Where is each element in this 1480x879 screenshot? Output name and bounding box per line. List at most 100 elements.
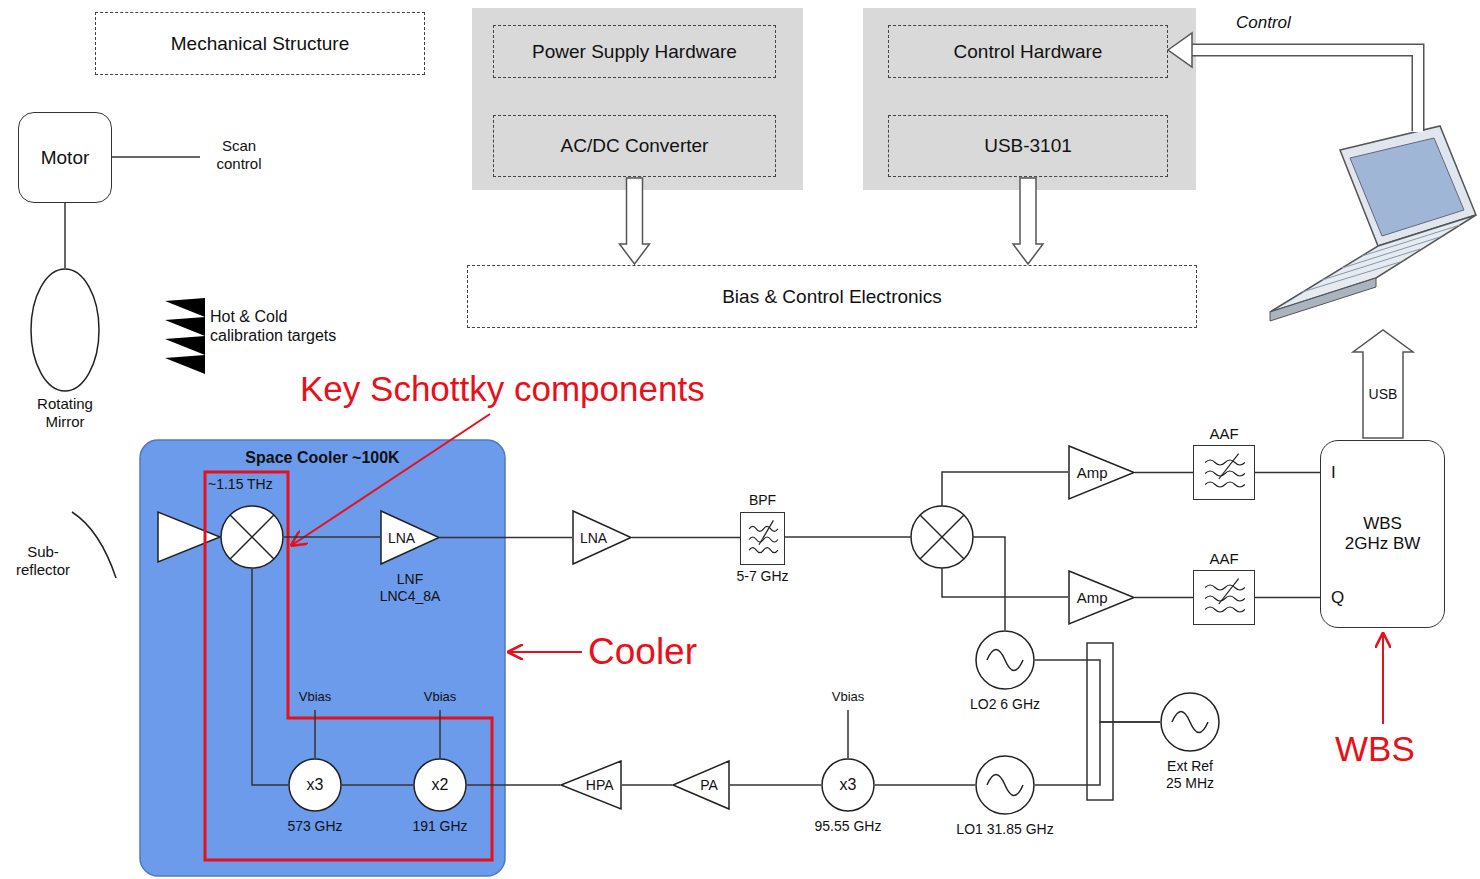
- node-label: 191 GHz: [412, 818, 467, 835]
- node-label: LO1 31.85 GHz: [956, 821, 1053, 838]
- node-label: Mechanical Structure: [96, 32, 424, 55]
- cooler-region: [140, 440, 505, 876]
- amplifier-triangle: LNA: [572, 510, 632, 565]
- dashed-box: Mechanical Structure: [95, 12, 425, 75]
- node-label: Ext Ref 25 MHz: [1159, 758, 1221, 792]
- node-label: Power Supply Hardware: [494, 40, 775, 63]
- signal-wire: [64, 203, 66, 268]
- hardware-panel: [472, 8, 803, 190]
- signal-wire: [440, 537, 572, 539]
- dashed-box: Control Hardware: [888, 25, 1168, 78]
- node-label: Space Cooler ~100K: [140, 448, 505, 467]
- shape-outline: [30, 268, 100, 392]
- node-label: WBS 2GHz BW: [1343, 514, 1423, 555]
- node-label: LO2 6 GHz: [970, 696, 1040, 713]
- amplifier-triangle: Amp: [1068, 570, 1135, 625]
- signal-wire: [284, 536, 380, 538]
- node-label: x3: [288, 775, 342, 794]
- node-label: I: [1331, 463, 1336, 483]
- signal-wire: [632, 537, 740, 539]
- node-label: AAF: [1209, 550, 1238, 568]
- amplifier-triangle: Amp: [1068, 445, 1135, 500]
- node-label: x2: [413, 775, 467, 794]
- bias-label: Vbias: [825, 689, 871, 705]
- calibration-targets: [165, 298, 205, 374]
- node-label: LNA: [572, 529, 615, 546]
- shape-outline: [741, 513, 784, 564]
- block-arrow: [620, 178, 650, 264]
- signal-label: USB: [1364, 386, 1402, 403]
- signal-label: Control: [1236, 13, 1291, 33]
- callout-text: Key Schottky components: [300, 368, 705, 410]
- signal-wire: [1135, 472, 1193, 474]
- mirror-ellipse: Rotating Mirror: [30, 268, 100, 392]
- node-label: Amp: [1068, 464, 1116, 482]
- filter-box: BPF5-7 GHz: [740, 512, 785, 565]
- callout-arrow: [292, 414, 1383, 724]
- signal-wire: [1035, 660, 1160, 722]
- node-label: USB-3101: [889, 135, 1167, 158]
- multiplier-circle: x395.55 GHz: [821, 758, 875, 812]
- node-label: HPA: [577, 777, 622, 794]
- shape-outline: [1194, 571, 1254, 624]
- signal-wire: [1255, 472, 1320, 474]
- signal-wire: [730, 784, 821, 786]
- signal-wire: [622, 784, 672, 786]
- signal-label: Scan control: [208, 137, 270, 173]
- scan-wire: [112, 156, 200, 158]
- motor-box: Motor: [18, 112, 112, 203]
- node-label: AAF: [1209, 425, 1238, 443]
- dashed-box: USB-3101: [888, 115, 1168, 177]
- hardware-panel: [863, 8, 1196, 190]
- feed-horn: [158, 512, 220, 562]
- shape-outline: [975, 755, 1035, 815]
- filter-box: AAF: [1193, 570, 1255, 625]
- shape-outline: [1160, 692, 1220, 752]
- bias-label: Vbias: [292, 689, 338, 705]
- node-label: Bias & Control Electronics: [468, 285, 1196, 308]
- cooler-box: Space Cooler ~100K~1.15 THzLNALNF LNC4_8…: [140, 440, 505, 876]
- node-label: Motor: [19, 146, 111, 169]
- node-label: ~1.15 THz: [208, 476, 273, 493]
- oscillator-circle: LO2 6 GHz: [975, 630, 1035, 690]
- multiplier-circle: x3573 GHz: [288, 758, 342, 812]
- node-label: LNF LNC4_8A: [370, 571, 450, 605]
- spectrometer-box: WBS 2GHz BW I Q: [1320, 440, 1445, 628]
- node-label: x3: [821, 775, 875, 794]
- amplifier-triangle: HPA: [560, 760, 622, 810]
- node-label: PA: [688, 777, 730, 794]
- node-label: BPF: [749, 492, 776, 509]
- dashed-box: AC/DC Converter: [493, 115, 776, 177]
- node-label: LNA: [380, 529, 423, 546]
- node-label: Q: [1331, 588, 1344, 608]
- sub-reflector: [72, 512, 116, 578]
- node-label: 573 GHz: [287, 818, 342, 835]
- shape-outline: [220, 505, 284, 569]
- node-label: 95.55 GHz: [815, 818, 882, 835]
- callout-text: Cooler: [588, 630, 697, 674]
- signal-wire: [1135, 597, 1193, 599]
- mixer-symbol: ~1.15 THz: [220, 505, 284, 569]
- node-label: AC/DC Converter: [494, 135, 775, 158]
- dashed-box: Bias & Control Electronics: [467, 265, 1197, 328]
- node-label: 5-7 GHz: [736, 568, 788, 585]
- usb-arrow: [1353, 330, 1413, 438]
- highlight-outline: [205, 472, 492, 860]
- amplifier-triangle: PA: [672, 760, 730, 810]
- amplifier-triangle: LNALNF LNC4_8A: [380, 510, 440, 565]
- part-label: Hot & Cold calibration targets: [210, 307, 350, 345]
- control-arrow: [1168, 33, 1418, 132]
- signal-wire: [875, 784, 975, 786]
- signal-wire: [342, 784, 413, 786]
- node-label: Rotating Mirror: [29, 395, 101, 431]
- signal-wire: [252, 569, 288, 785]
- bias-label: Vbias: [417, 689, 463, 705]
- oscillator-circle: Ext Ref 25 MHz: [1160, 692, 1220, 752]
- iq-mixer: [911, 506, 973, 568]
- block-arrow: [1013, 178, 1043, 264]
- dashed-box: Power Supply Hardware: [493, 25, 776, 78]
- filter-box: AAF: [1193, 445, 1255, 500]
- shape-outline: [975, 630, 1035, 690]
